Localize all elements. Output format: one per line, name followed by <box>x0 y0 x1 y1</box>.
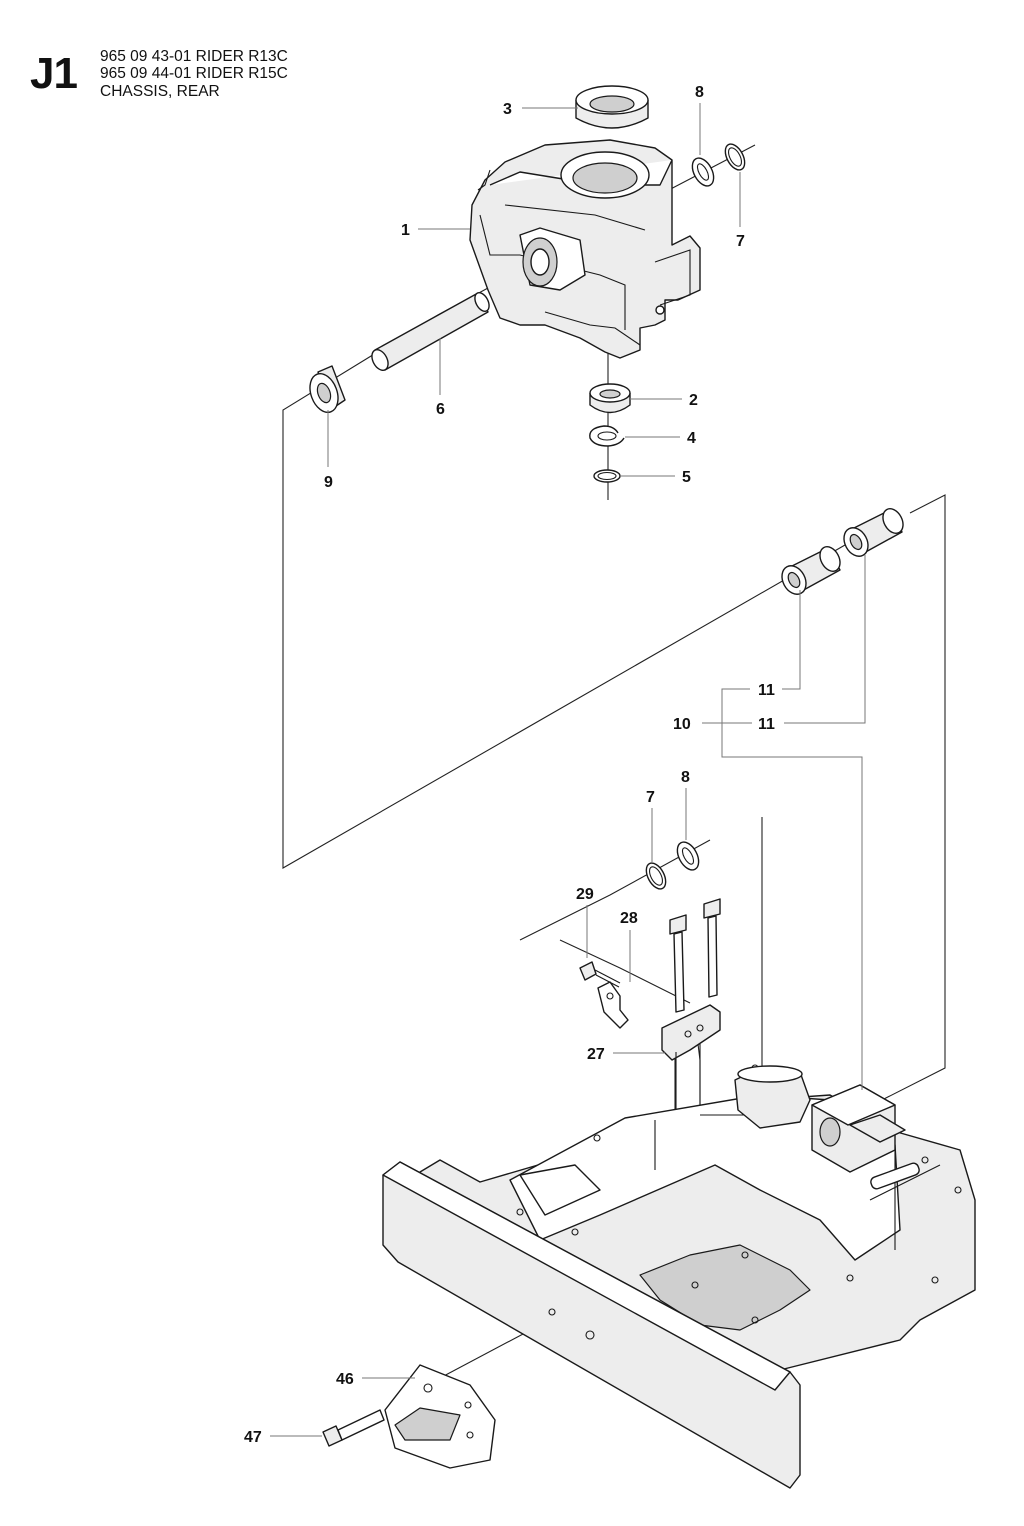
part-2-bearing <box>589 383 631 414</box>
callout-11-lower: 11 <box>758 716 775 733</box>
callout-29: 29 <box>576 886 594 903</box>
part-27-bracket <box>661 1004 721 1118</box>
callout-8-lower: 8 <box>681 769 690 786</box>
part-6-pin <box>371 292 490 371</box>
callout-47: 47 <box>244 1429 262 1446</box>
callout-27: 27 <box>587 1046 605 1063</box>
part-7-circlip-upper <box>724 143 746 171</box>
model-line-r13c: 965 09 43-01 RIDER R13C <box>100 48 288 65</box>
part-8-washer-upper <box>691 157 715 187</box>
callout-11-upper: 11 <box>758 682 775 699</box>
part-3-seal <box>575 85 649 129</box>
part-46-hitch-bracket <box>384 1364 496 1469</box>
part-7-circlip-lower <box>645 862 667 890</box>
callout-3: 3 <box>503 101 512 118</box>
diagram-subtitle: CHASSIS, REAR <box>100 83 220 100</box>
callout-leaders <box>270 103 866 1437</box>
chassis-bumper <box>382 1161 801 1489</box>
part-9-bushing <box>309 365 346 414</box>
callout-labels: 3 1 8 7 6 9 2 4 5 11 10 11 7 8 29 28 27 … <box>244 84 775 1446</box>
callout-46: 46 <box>336 1371 354 1388</box>
chassis-mount-blocks <box>734 1065 906 1173</box>
callout-8-upper: 8 <box>695 84 704 101</box>
part-47-hitch-bolt <box>322 1409 385 1447</box>
callout-4: 4 <box>687 430 696 447</box>
part-4-clip <box>589 425 625 447</box>
callout-28: 28 <box>620 910 638 927</box>
part-29-screw <box>579 961 621 988</box>
callout-1: 1 <box>401 222 410 239</box>
part-28-clamp <box>597 981 629 1029</box>
model-line-r15c: 965 09 44-01 RIDER R15C <box>100 65 288 82</box>
callout-10: 10 <box>673 716 691 733</box>
part-11-spacer-right <box>843 508 904 557</box>
part-5-circlip <box>593 469 621 483</box>
callout-6: 6 <box>436 401 445 418</box>
bolts-vertical <box>669 898 721 1013</box>
part-1-rear-bracket <box>469 139 701 359</box>
part-8-washer-lower <box>676 841 700 871</box>
callout-5: 5 <box>682 469 691 486</box>
diagram-code: J1 <box>30 49 78 98</box>
callout-7-lower: 7 <box>646 789 655 806</box>
part-11-spacer-left <box>781 546 841 595</box>
callout-9: 9 <box>324 474 333 491</box>
callout-2: 2 <box>689 392 698 409</box>
callout-7-upper: 7 <box>736 233 745 250</box>
chassis-frame <box>419 1064 976 1401</box>
